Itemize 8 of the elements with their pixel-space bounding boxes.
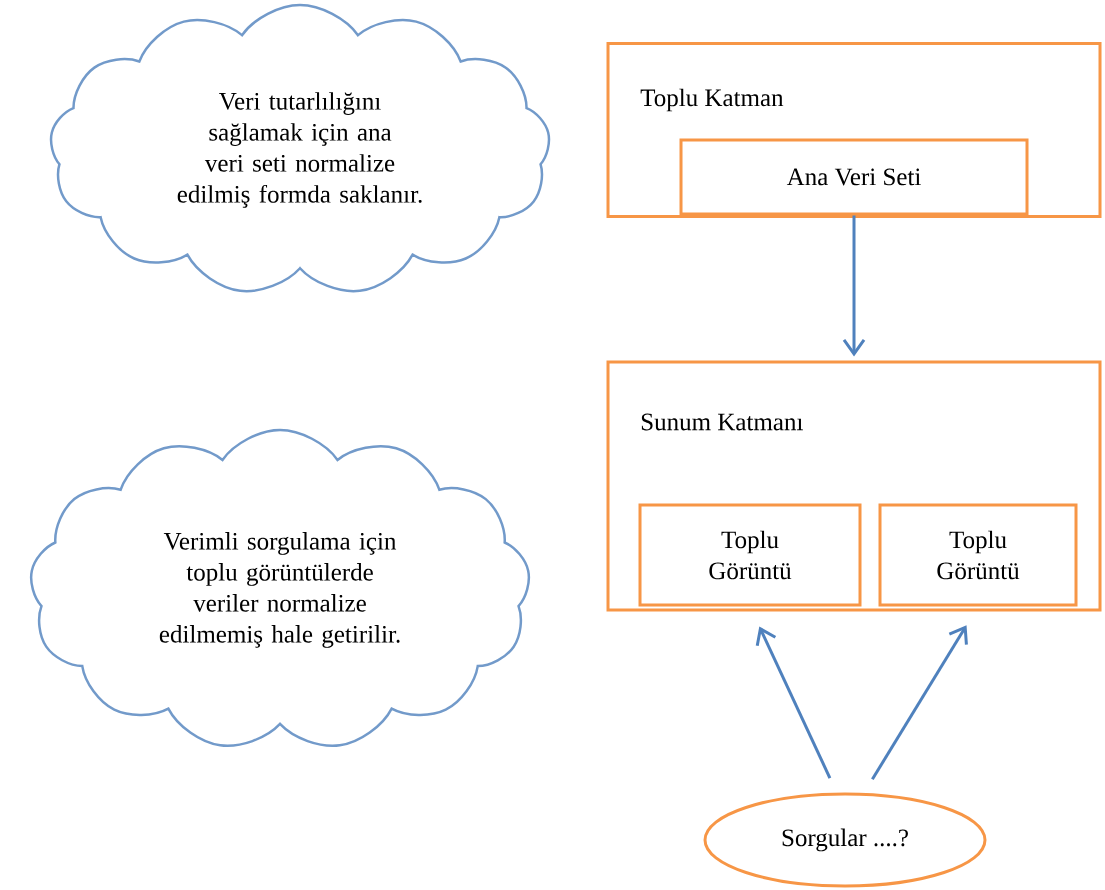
view-box: Ana Veri Seti	[679, 138, 1029, 216]
cloud-callout: Verimli sorgulama için toplu görüntülerde veriler normalize edilmemiş hale getirilir.	[29, 428, 531, 747]
arrow	[871, 625, 968, 781]
arrow	[755, 626, 832, 779]
view-box: Toplu Görüntü	[878, 503, 1078, 607]
cloud-callout: Veri tutarlılığını sağlamak için ana veri seti normalize edilmiş formda saklanır.	[49, 3, 551, 293]
arrow	[842, 215, 866, 357]
view-box: Toplu Görüntü	[638, 503, 862, 607]
